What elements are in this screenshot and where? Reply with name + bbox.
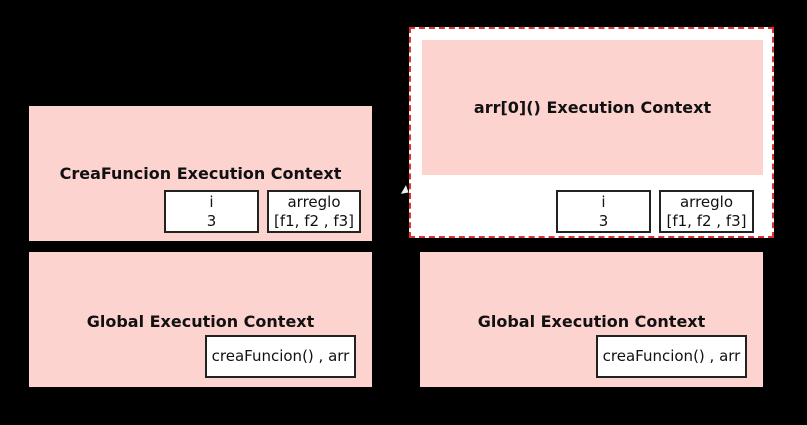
var-arreglo-name: arreglo [287,192,341,211]
var-i-value-right: 3 [598,211,609,230]
global-vars-box-left: creaFuncion() , arr [205,335,356,378]
var-box-arreglo: arreglo [f1, f2 , f3] [267,190,361,233]
global-vars-box-right: creaFuncion() , arr [596,335,747,378]
var-i-value: 3 [206,211,217,230]
var-box-i-right: i 3 [556,190,651,233]
global-vars-right: creaFuncion() , arr [602,347,741,365]
creafuncion-context-title: CreaFuncion Execution Context [59,164,342,183]
var-box-i: i 3 [164,190,259,233]
global-context-title-left: Global Execution Context [86,312,315,331]
global-execution-context-right: Global Execution Context creaFuncion() ,… [420,252,763,387]
global-vars-left: creaFuncion() , arr [211,347,350,365]
var-i-name: i [209,192,214,211]
creafuncion-execution-context: CreaFuncion Execution Context i 3 arregl… [29,106,372,241]
global-execution-context-left: Global Execution Context creaFuncion() ,… [29,252,372,387]
var-i-name-right: i [601,192,606,211]
arr0-context-title: arr[0]() Execution Context [473,98,712,117]
arr0-context-body: arr[0]() Execution Context [422,40,763,175]
var-box-arreglo-right: arreglo [f1, f2 , f3] [659,190,754,233]
global-context-title-right: Global Execution Context [477,312,706,331]
arr0-execution-context-active: arr[0]() Execution Context i 3 arreglo [… [409,27,774,238]
var-arreglo-name-right: arreglo [679,192,734,211]
var-arreglo-value: [f1, f2 , f3] [273,211,355,230]
var-arreglo-value-right: [f1, f2 , f3] [666,211,747,230]
